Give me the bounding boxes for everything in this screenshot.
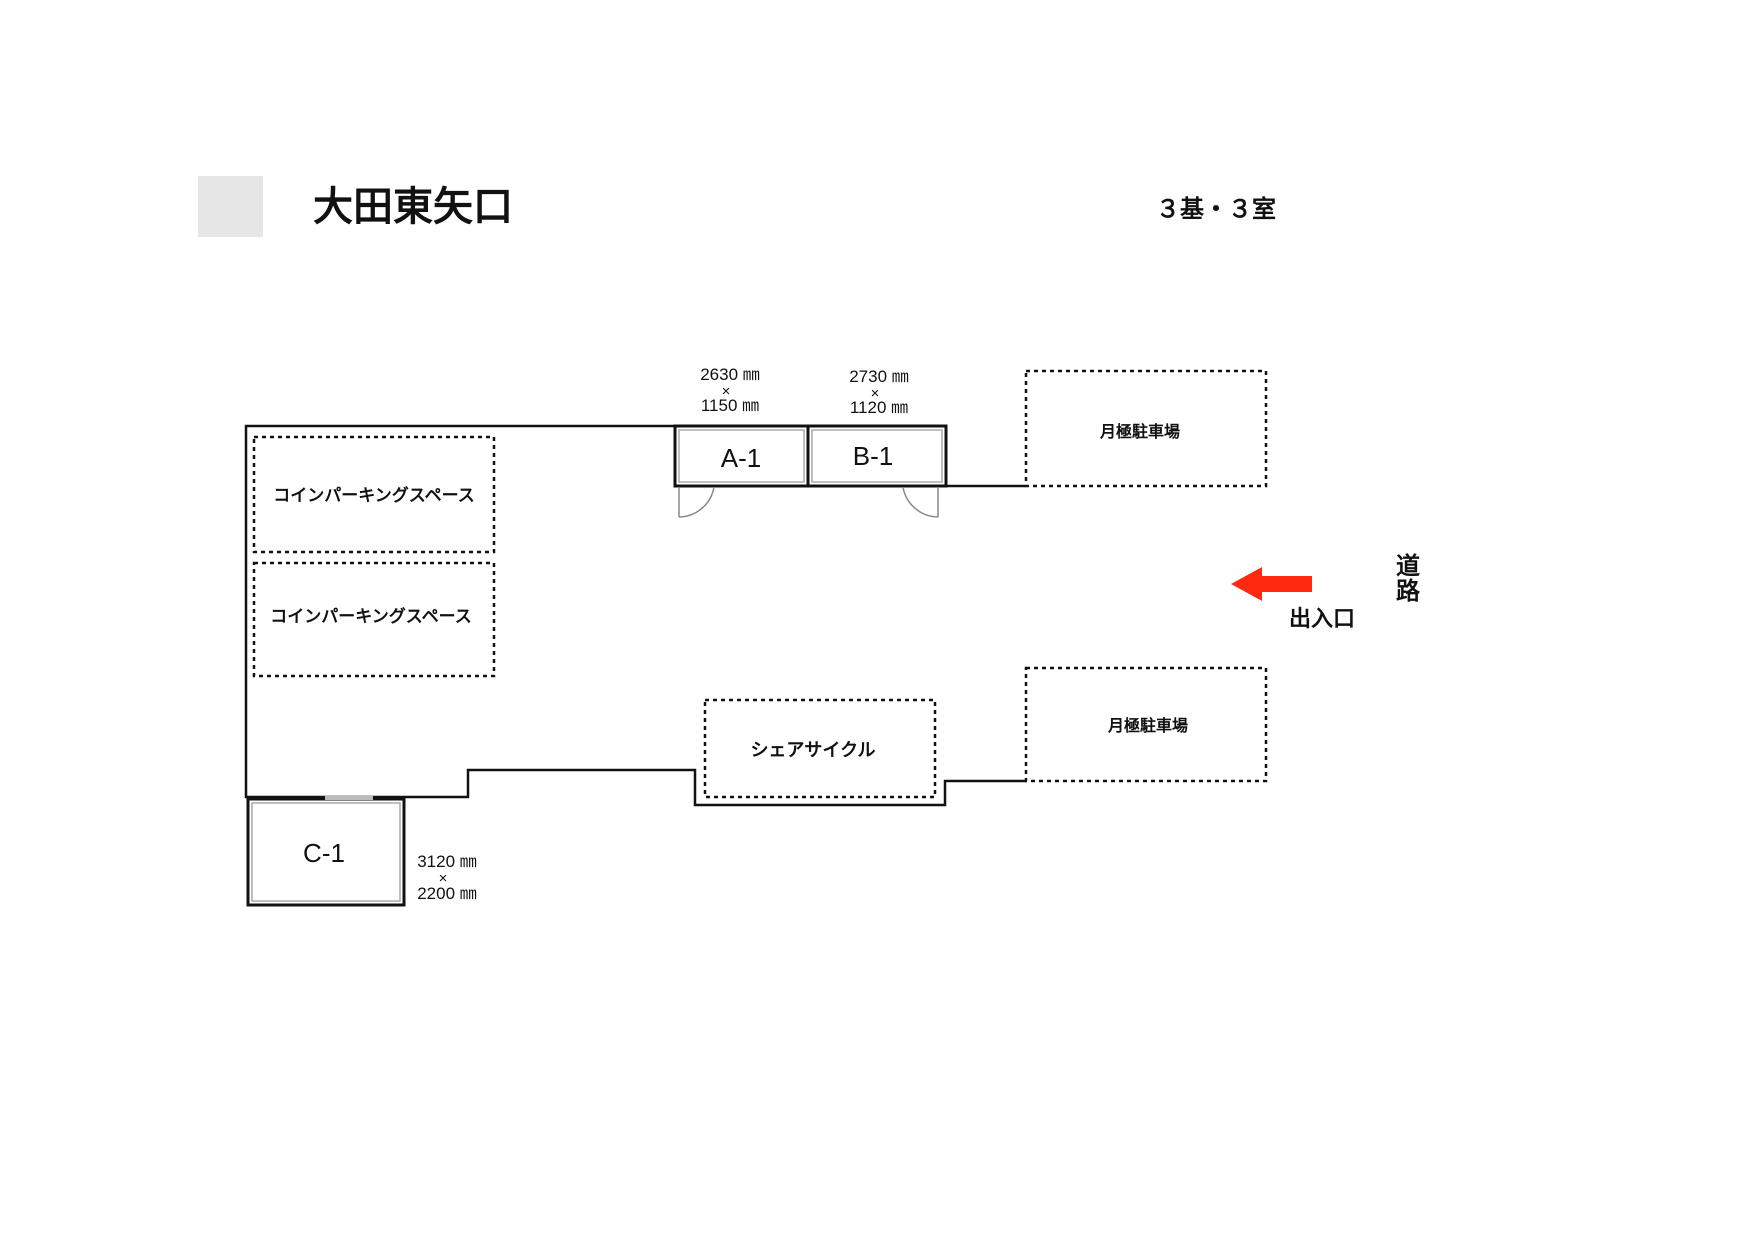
storage-unit-a1[interactable]: A-1 <box>673 424 810 518</box>
unit-width: 2730 ㎜ <box>849 367 909 386</box>
coin-parking-area-1: コインパーキングスペース <box>252 435 496 554</box>
door-icon <box>678 486 715 518</box>
coin-parking-label: コインパーキングスペース <box>273 485 474 506</box>
share-cycle-label: シェアサイクル <box>750 740 875 761</box>
unit-depth: 1120 ㎜ <box>850 398 908 417</box>
monthly-parking-label: 月極駐車場 <box>1099 422 1180 441</box>
monthly-parking-area-1: 月極駐車場 <box>1024 369 1268 488</box>
entrance-label: 出入口 <box>1289 607 1355 632</box>
unit-depth: 1150 ㎜ <box>701 396 759 415</box>
unit-depth: 2200 ㎜ <box>417 884 477 903</box>
legend-swatch <box>198 176 263 237</box>
storage-unit-c1[interactable]: C-1 <box>246 796 406 907</box>
road-label-2: 路 <box>1396 577 1421 605</box>
monthly-parking-area-2: 月極駐車場 <box>1024 666 1268 783</box>
unit-label: C-1 <box>303 838 345 868</box>
unit-label: A-1 <box>721 443 761 473</box>
unit-width: 3120 ㎜ <box>417 852 477 871</box>
road-label-1: 道 <box>1396 552 1420 580</box>
storage-unit-b1[interactable]: B-1 <box>806 424 948 518</box>
page-title: 大田東矢口 <box>313 184 513 230</box>
unit-label: B-1 <box>853 441 893 471</box>
share-cycle-area: シェアサイクル <box>703 698 937 799</box>
door-icon <box>325 796 373 800</box>
unit-count: ３基・３室 <box>1156 195 1276 223</box>
times-sign: × <box>722 383 731 400</box>
times-sign: × <box>871 385 880 402</box>
coin-parking-label: コインパーキングスペース <box>270 606 471 627</box>
door-icon <box>902 486 939 518</box>
site-boundary <box>244 424 1026 807</box>
entrance-arrow-icon <box>1231 567 1312 601</box>
monthly-parking-label: 月極駐車場 <box>1107 716 1188 735</box>
times-sign: × <box>439 870 448 887</box>
coin-parking-area-2: コインパーキングスペース <box>252 561 496 678</box>
unit-width: 2630 ㎜ <box>700 365 760 384</box>
